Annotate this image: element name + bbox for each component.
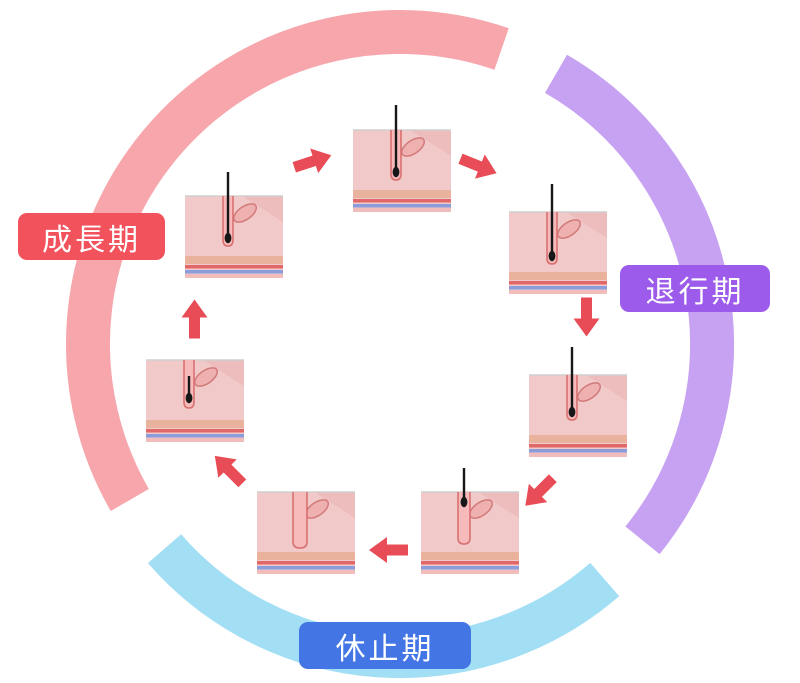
cycle-arrow-icon [453,146,502,192]
hair-follicle-stage-telogen-empty [256,457,356,579]
skin-cross-section-illustration [509,184,607,294]
hair-follicle-stage-anagen-early [184,161,284,283]
skin-cross-section-illustration [146,359,244,442]
cycle-arrow-icon [290,142,338,186]
cycle-arrow-icon [368,531,408,564]
skin-cross-section-illustration [421,468,519,574]
hair-follicle-stage-catagen-club-hair [420,457,520,579]
skin-cross-section-illustration [257,491,355,574]
hair-follicle-stage-telogen-new-hair [145,325,245,447]
phase-label-regression: 退行期 [620,265,770,312]
phase-label-rest: 休止期 [299,622,471,669]
hair-follicle-stage-catagen [528,340,628,462]
skin-cross-section-illustration [353,105,451,212]
cycle-arrow-icon [511,465,563,517]
cycle-arrow-icon [204,442,256,494]
phase-label-growth: 成長期 [18,213,165,260]
cycle-arrow-icon [568,297,601,338]
hair-follicle-stage-catagen-start [508,177,608,299]
cycle-arrow-icon [181,299,214,339]
skin-cross-section-illustration [529,347,627,457]
hair-follicle-stage-anagen-mature [352,95,452,217]
arc-growth-phase [66,10,509,511]
skin-cross-section-illustration [185,172,283,278]
